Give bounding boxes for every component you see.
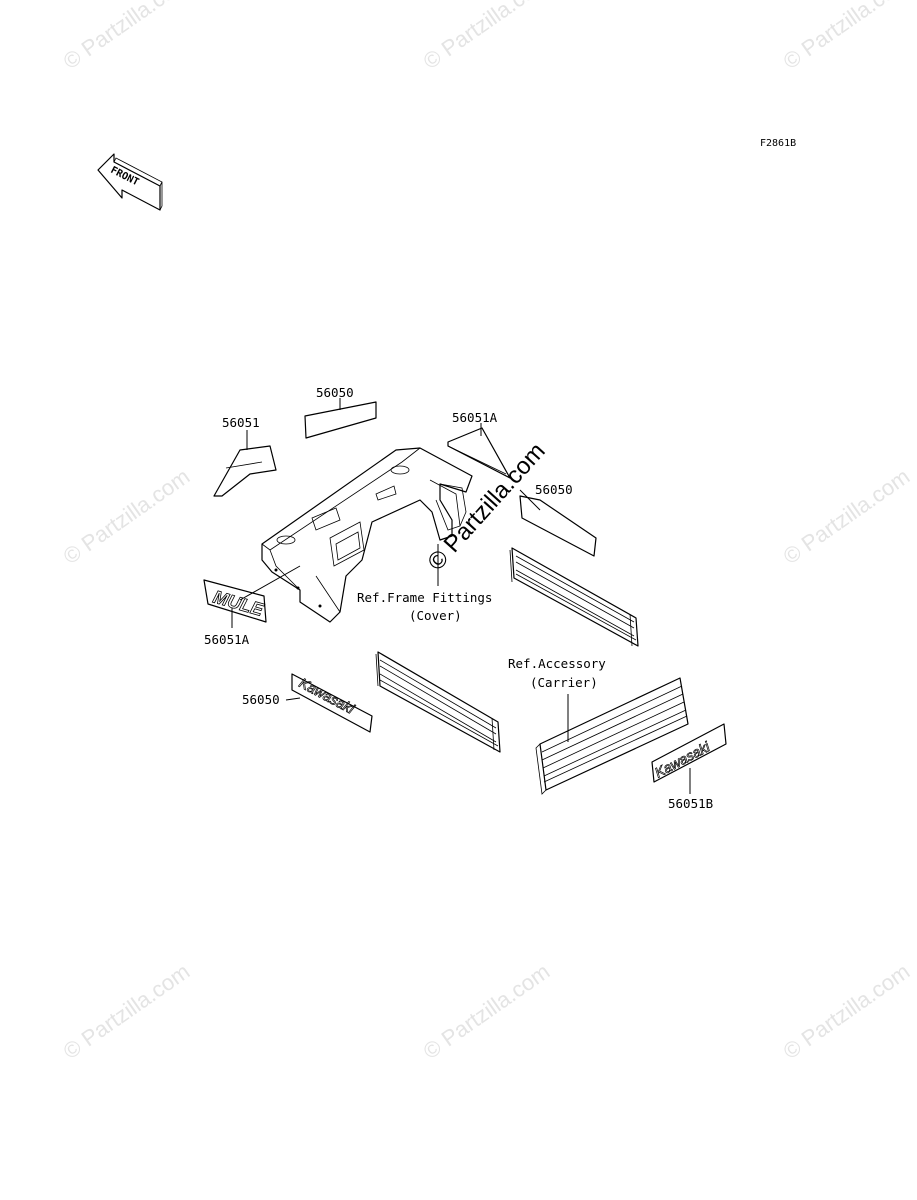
leader-line (239, 565, 301, 601)
kawasaki-logo-text: Kawasaki (297, 675, 358, 718)
diagram-code: F2861B (760, 138, 796, 149)
decal-kawasaki-right: Kawasaki (651, 723, 727, 783)
ref-accessory: Ref.Accessory (508, 656, 606, 671)
watermark-layer: © Partzilla.com © Partzilla.com © Partzi… (59, 0, 915, 1064)
front-arrow-icon: FRONT (97, 153, 163, 211)
callout-56050-top: 56050 (316, 385, 354, 400)
center-watermark: © Partzilla.com (422, 438, 550, 576)
ref-frame-cover: (Cover) (409, 608, 462, 623)
decal-kawasaki-left: Kawasaki (291, 673, 373, 733)
decal-mule: MULE (203, 579, 267, 623)
callout-56051b: 56051B (668, 796, 713, 811)
callout-56051a-upper: 56051A (452, 410, 498, 425)
callout-56050-right: 56050 (535, 482, 573, 497)
callout-56051a-lower: 56051A (204, 632, 250, 647)
watermark: © Partzilla.com (419, 959, 555, 1065)
rear-body-cover (261, 447, 473, 623)
callout-56051: 56051 (222, 415, 260, 430)
watermark: © Partzilla.com (59, 959, 195, 1065)
decal-56050-right (519, 495, 597, 557)
decal-56050-top (304, 401, 377, 439)
tailgate (535, 677, 689, 795)
watermark: © Partzilla.com (59, 464, 195, 570)
watermark: © Partzilla.com (779, 959, 915, 1065)
decal-56051a-upper (447, 427, 511, 479)
mule-logo-text: MULE (211, 587, 266, 621)
kawasaki-logo-text: Kawasaki (652, 738, 713, 781)
watermark: © Partzilla.com (779, 0, 915, 74)
decal-56051 (213, 445, 277, 497)
watermark: © Partzilla.com (779, 464, 915, 570)
leader-line (519, 489, 541, 511)
watermark: © Partzilla.com (59, 0, 195, 74)
leader-line (285, 697, 301, 701)
watermark: © Partzilla.com (419, 0, 555, 74)
side-gate-right (509, 547, 639, 647)
side-gate-left (375, 651, 501, 753)
ref-frame-fittings: Ref.Frame Fittings (357, 590, 492, 605)
callout-56050-lower: 56050 (242, 692, 280, 707)
ref-accessory-carrier: (Carrier) (530, 675, 598, 690)
